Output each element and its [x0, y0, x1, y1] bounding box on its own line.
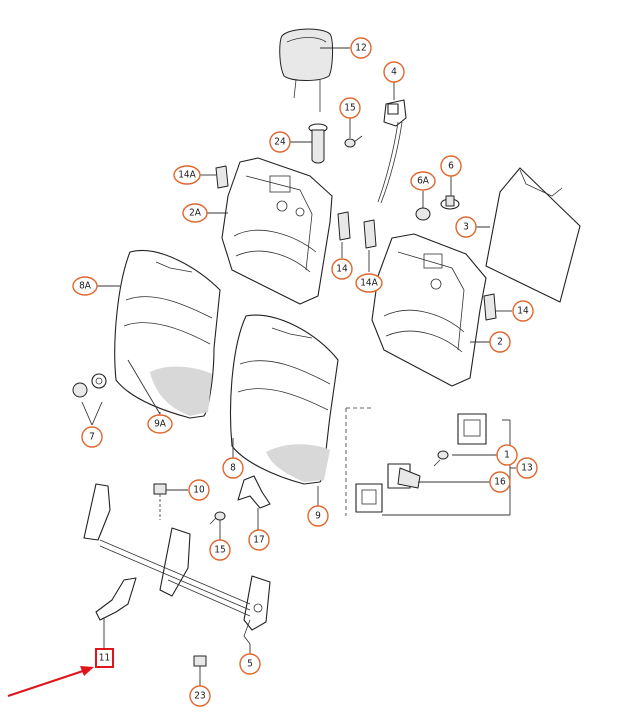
part-backrest-frame-right — [371, 233, 497, 387]
part-backrest-pad-right — [229, 314, 339, 485]
callout-7: 7 — [81, 426, 103, 448]
svg-text:14: 14 — [336, 264, 348, 275]
callout-9a: 9A — [147, 414, 173, 434]
callout-2: 2 — [489, 331, 511, 353]
callouts: 12 4 15 24 14A 6 6A 2A 3 14 14A 8A 14 2 … — [72, 37, 538, 707]
svg-text:15: 15 — [344, 103, 355, 114]
svg-text:14A: 14A — [360, 278, 378, 289]
part-latch-cable — [377, 99, 407, 204]
callout-23: 23 — [189, 685, 211, 707]
svg-text:2A: 2A — [189, 208, 202, 219]
svg-text:15: 15 — [214, 545, 225, 556]
callout-15-lower: 15 — [209, 539, 231, 561]
part-clip-14a-left — [215, 165, 229, 189]
callout-1: 1 — [496, 444, 518, 466]
svg-text:23: 23 — [194, 691, 205, 702]
part-guide-sleeve — [308, 123, 328, 164]
callout-24: 24 — [269, 131, 291, 153]
svg-text:6: 6 — [448, 161, 454, 172]
part-bolt-23 — [193, 655, 207, 667]
callout-11: 11 — [95, 648, 114, 668]
part-rear-panel — [485, 167, 581, 303]
svg-text:16: 16 — [494, 477, 506, 488]
svg-text:3: 3 — [463, 222, 469, 233]
svg-text:5: 5 — [247, 659, 253, 670]
part-bracket-17 — [237, 475, 271, 509]
svg-text:11: 11 — [99, 653, 110, 664]
callout-2a: 2A — [182, 203, 208, 223]
svg-text:13: 13 — [521, 463, 532, 474]
svg-text:8: 8 — [230, 463, 236, 474]
svg-text:2: 2 — [497, 337, 503, 348]
callout-10: 10 — [188, 479, 210, 501]
callout-9: 9 — [307, 505, 329, 527]
part-clip-14a-mid — [363, 219, 377, 249]
svg-text:6A: 6A — [417, 176, 430, 187]
svg-text:24: 24 — [274, 137, 286, 148]
svg-text:7: 7 — [89, 432, 95, 443]
svg-text:8A: 8A — [79, 281, 92, 292]
svg-text:10: 10 — [193, 485, 205, 496]
svg-text:17: 17 — [253, 535, 264, 546]
red-pointer-arrow — [7, 666, 94, 698]
callout-6: 6 — [440, 155, 462, 177]
callout-17: 17 — [248, 529, 270, 551]
part-brackets-right — [345, 407, 487, 516]
callout-6a: 6A — [410, 171, 436, 191]
part-bolt-10 — [153, 483, 167, 520]
callout-5: 5 — [239, 653, 261, 675]
callout-3: 3 — [455, 216, 477, 238]
svg-text:14: 14 — [517, 306, 529, 317]
highlight-box — [95, 648, 114, 668]
leader-lines — [81, 47, 516, 686]
callout-12: 12 — [350, 37, 372, 59]
callout-14-mid: 14 — [331, 258, 353, 280]
part-bolt-top — [344, 135, 363, 148]
part-seat-frame — [83, 483, 271, 631]
part-pin-6 — [440, 195, 460, 210]
callout-14-right: 14 — [512, 300, 534, 322]
callout-4: 4 — [383, 61, 405, 83]
part-release-handle-11 — [95, 577, 137, 621]
part-buttons-7 — [72, 373, 107, 398]
callout-8a: 8A — [72, 276, 98, 296]
callout-14a-mid: 14A — [355, 273, 383, 293]
svg-text:12: 12 — [355, 43, 366, 54]
svg-text:14A: 14A — [178, 170, 196, 181]
callout-14a-left: 14A — [173, 165, 201, 185]
part-bolt-lower — [209, 511, 226, 525]
svg-text:4: 4 — [391, 67, 397, 78]
part-clip-14-mid — [337, 211, 351, 241]
svg-text:9: 9 — [315, 511, 321, 522]
part-backrest-frame-left — [221, 157, 333, 305]
callout-15-top: 15 — [339, 97, 361, 119]
part-rod-5 — [243, 619, 251, 645]
callout-13: 13 — [516, 457, 538, 479]
svg-text:9A: 9A — [154, 419, 167, 430]
part-headrest — [279, 28, 333, 112]
part-clip-6a — [415, 207, 431, 221]
callout-8: 8 — [222, 457, 244, 479]
svg-text:1: 1 — [504, 450, 510, 461]
callout-16: 16 — [489, 471, 511, 493]
part-backrest-pad-left — [114, 250, 221, 419]
